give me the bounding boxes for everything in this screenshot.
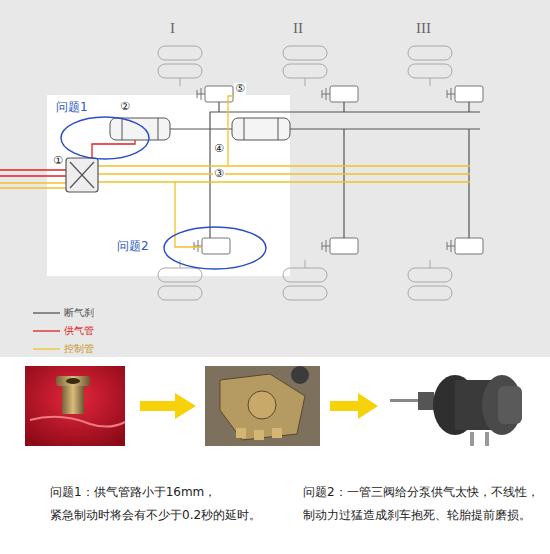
legend-text: 控制管 xyxy=(64,343,94,355)
ellipse-outline xyxy=(60,116,150,160)
problem-ellipse: 问题2 xyxy=(163,226,267,270)
axle-label: III xyxy=(416,20,431,37)
axle-label: I xyxy=(170,20,175,37)
caption-line: 问题1：供气管路小于16mm， xyxy=(50,486,216,500)
callout-number: ③ xyxy=(213,168,225,181)
caption-line: 问题2：一管三阀给分泵供气太快，不线性， xyxy=(303,486,539,500)
callout-number: ② xyxy=(119,101,131,114)
problem-label: 问题2 xyxy=(117,240,149,254)
caption-line: 紧急制动时将会有不少于0.2秒的延时。 xyxy=(50,509,261,523)
legend-text: 断气刹 xyxy=(64,307,94,319)
caption-line: 制动力过猛造成刹车抱死、轮胎提前磨损。 xyxy=(303,509,531,523)
callout-number: ⑤ xyxy=(234,83,246,96)
problem-label: 问题1 xyxy=(56,101,88,115)
axle-label: II xyxy=(293,20,303,37)
callout-number: ① xyxy=(52,155,64,168)
problem-ellipse: 问题1 xyxy=(60,116,150,160)
legend-text: 供气管 xyxy=(64,325,94,337)
callout-number: ④ xyxy=(213,143,225,156)
ellipse-outline xyxy=(163,226,267,270)
